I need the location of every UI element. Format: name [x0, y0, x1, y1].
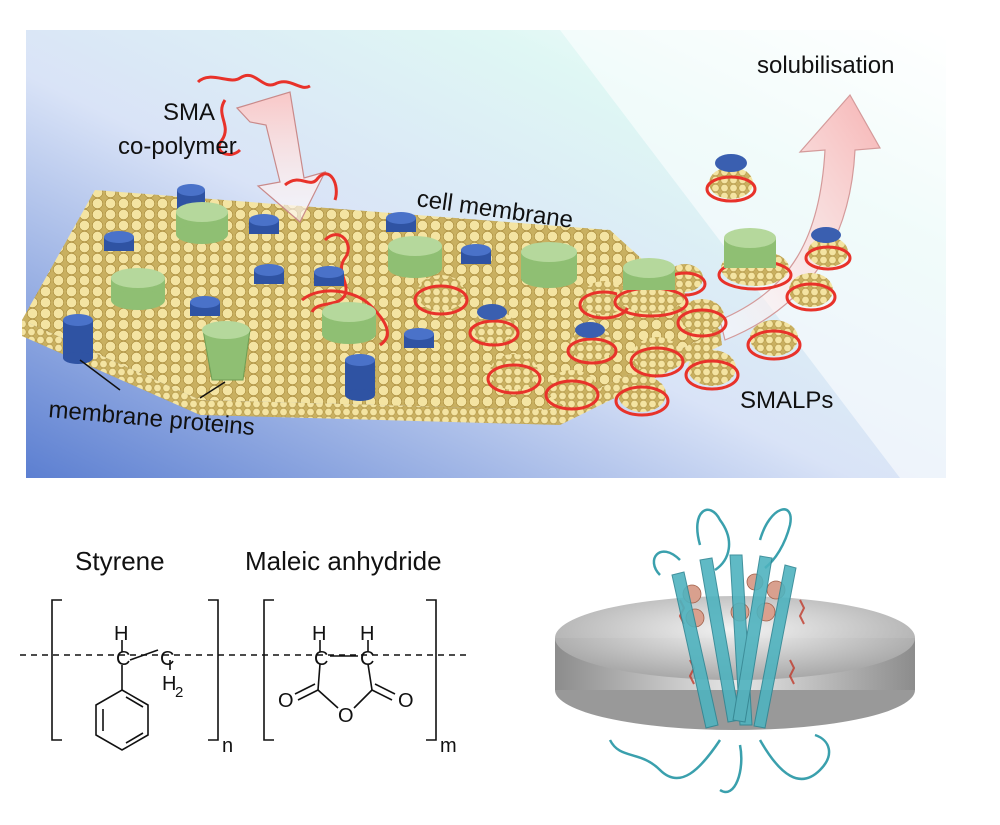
styrene-title: Styrene: [75, 546, 165, 576]
subscript-m: m: [440, 735, 457, 757]
smalp-disc: [486, 354, 542, 395]
smalp-disc: [413, 275, 469, 316]
sma-arrow: [235, 91, 327, 223]
blue-protein-cylinder: [249, 214, 279, 234]
atom-h: H: [114, 623, 128, 645]
atom-o-ring: O: [338, 705, 354, 727]
blue-protein-cylinder: [254, 264, 284, 284]
smalp-disc: [629, 337, 685, 378]
ring-bond: [353, 689, 373, 709]
blue-protein-cylinder: [345, 354, 375, 401]
ring-bond: [317, 663, 321, 691]
protein-ribbon-loops: [608, 508, 831, 794]
blue-protein-cylinder: [461, 244, 491, 264]
atom-o-right: O: [398, 690, 414, 712]
smalp-disc: [544, 370, 600, 411]
smalp-disc: [676, 299, 728, 338]
green-protein-cylinder: [202, 321, 251, 381]
atom-c-maleic-left: C: [314, 648, 328, 670]
smalp-discs: [413, 154, 852, 417]
atom-c-maleic-right: C: [360, 648, 374, 670]
green-proteins: [111, 202, 577, 381]
chemical-structure: Styrene Maleic anhydride H C: [20, 546, 470, 757]
green-protein-cylinder: [176, 202, 228, 244]
smalp-disc: [684, 350, 740, 391]
protein-beta-strands: [671, 554, 797, 729]
ring-bond: [367, 663, 373, 691]
ring-bond: [317, 689, 339, 709]
sma-label-line1: SMA: [163, 99, 215, 126]
blue-protein-cylinder: [104, 231, 134, 251]
maleic-anhydride-title: Maleic anhydride: [245, 546, 442, 576]
smalp-blue-protein: [804, 227, 852, 271]
green-protein-cylinder: [111, 268, 165, 310]
blue-protein-cylinder: [386, 212, 416, 232]
solubilisation-label: solubilisation: [757, 52, 894, 79]
subscript-n: n: [222, 735, 233, 757]
atom-h-maleic-left: H: [312, 623, 326, 645]
atom-c2-styrene: C: [160, 648, 174, 670]
atom-c-styrene: C: [116, 648, 130, 670]
sma-label-line2: co-polymer: [118, 133, 237, 160]
blue-protein-cylinder: [314, 266, 344, 286]
styrene-right-bracket: [208, 599, 219, 741]
smalp-blue-protein: [468, 304, 520, 347]
sma-polymer-chains: [196, 74, 389, 347]
atom-h2: H: [162, 673, 176, 695]
atom-h-maleic-right: H: [360, 623, 374, 645]
phenyl-ring: [95, 689, 149, 751]
smalp-disc: [785, 273, 837, 312]
leader-line: [199, 381, 226, 399]
smalps-label: SMALPs: [740, 387, 833, 414]
ring-double-bond: [125, 696, 144, 708]
styrene-left-bracket: [51, 599, 62, 741]
carbonyl-bond: [371, 689, 393, 701]
blue-protein-cylinder: [63, 314, 93, 364]
blue-protein-cylinder: [404, 328, 434, 348]
smalp-disc: [746, 320, 802, 361]
c-c-bond: [129, 649, 159, 661]
protein-nanodisc-illustration: [555, 508, 915, 794]
carbonyl-bond: [374, 683, 396, 695]
smalp-green-protein: [613, 258, 689, 318]
leader-line: [79, 359, 121, 391]
carbonyl-bond: [297, 689, 319, 701]
green-protein-cylinder: [388, 236, 442, 278]
smalp-blue-protein: [566, 322, 618, 365]
carbonyl-bond: [294, 683, 316, 695]
green-protein-cylinder: [322, 302, 376, 344]
h2-subscript: 2: [175, 684, 183, 701]
maleic-left-bracket: [263, 599, 274, 741]
maleic-right-bracket: [426, 599, 437, 741]
smalp-disc: [614, 376, 670, 417]
green-protein-cylinder: [521, 242, 577, 288]
smalp-green-protein: [717, 228, 793, 291]
atom-o-left: O: [278, 690, 294, 712]
ring-double-bond: [125, 732, 144, 744]
smalp-blue-protein: [705, 154, 757, 203]
blue-protein-cylinder: [190, 296, 220, 316]
